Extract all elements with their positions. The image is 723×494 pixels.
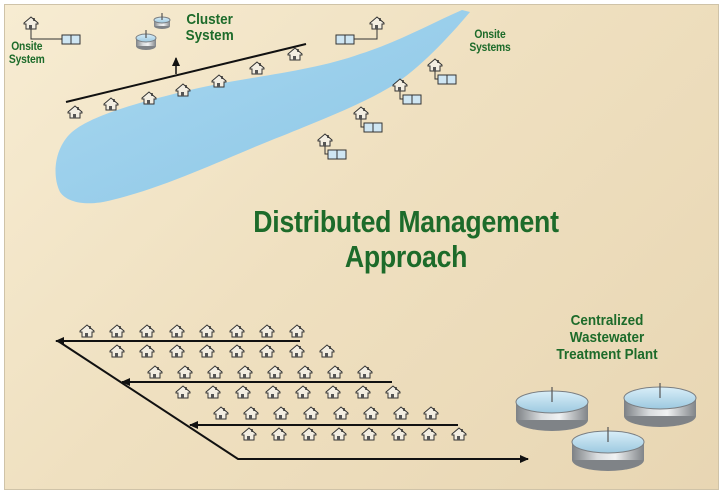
house-icon: [23, 16, 39, 30]
house-icon: [301, 427, 317, 441]
house-icon: [423, 406, 439, 420]
house-icon: [355, 385, 371, 399]
house-icon: [141, 91, 157, 105]
house-icon: [327, 365, 343, 379]
house-icon: [361, 427, 377, 441]
label-treatment-plant: Centralized Wastewater Treatment Plant: [556, 312, 658, 364]
house-icon: [331, 427, 347, 441]
house-icon: [363, 406, 379, 420]
house-icon: [139, 344, 155, 358]
septic-tank-icon: [324, 146, 347, 160]
house-icon: [169, 344, 185, 358]
house-icon: [175, 385, 191, 399]
septic-tank-icon: [30, 29, 81, 45]
house-icon: [207, 365, 223, 379]
house-icon: [229, 324, 245, 338]
house-icon: [353, 106, 369, 120]
house-icon: [319, 344, 335, 358]
house-icon: [109, 344, 125, 358]
septic-tank-icon: [434, 71, 457, 85]
house-icon: [169, 324, 185, 338]
house-icon: [259, 324, 275, 338]
house-icon: [267, 365, 283, 379]
house-icon: [289, 344, 305, 358]
cluster-collection-line: [65, 43, 307, 103]
diagram-title: Distributed Management Approach: [253, 204, 559, 274]
house-icon: [392, 78, 408, 92]
house-icon: [237, 365, 253, 379]
house-icon: [421, 427, 437, 441]
house-icon: [265, 385, 281, 399]
house-icon: [295, 385, 311, 399]
house-icon: [147, 365, 163, 379]
house-icon: [273, 406, 289, 420]
house-icon: [139, 324, 155, 338]
house-icon: [357, 365, 373, 379]
house-icon: [199, 344, 215, 358]
house-icon: [79, 324, 95, 338]
house-icon: [205, 385, 221, 399]
house-icon: [103, 97, 119, 111]
septic-tank-icon: [399, 91, 422, 105]
house-icon: [213, 406, 229, 420]
lake: [55, 10, 471, 204]
house-icon: [175, 83, 191, 97]
label-onsite-systems: Onsite Systems: [469, 27, 511, 54]
house-icon: [325, 385, 341, 399]
house-icon: [211, 74, 227, 88]
house-icon: [303, 406, 319, 420]
house-icon: [427, 58, 443, 72]
house-icon: [235, 385, 251, 399]
house-icon: [391, 427, 407, 441]
sewer-mains: [55, 337, 529, 463]
cluster-tank-icon: [135, 30, 157, 50]
house-icon: [385, 385, 401, 399]
label-onsite-system: Onsite System: [8, 39, 45, 66]
house-icon: [249, 61, 265, 75]
label-cluster-system: Cluster System: [185, 11, 234, 44]
tanks-layer: [135, 13, 697, 471]
house-icon: [229, 344, 245, 358]
house-icon: [317, 133, 333, 147]
cluster-tank-icon: [153, 13, 171, 29]
house-icon: [271, 427, 287, 441]
house-icon: [109, 324, 125, 338]
septic-tank-icon: [335, 29, 378, 45]
septic-tank-icon: [360, 119, 383, 133]
house-icon: [393, 406, 409, 420]
house-icon: [451, 427, 467, 441]
house-icon: [297, 365, 313, 379]
house-icon: [369, 16, 385, 30]
houses-layer: [23, 16, 467, 441]
house-icon: [177, 365, 193, 379]
house-icon: [243, 406, 259, 420]
house-icon: [199, 324, 215, 338]
house-icon: [259, 344, 275, 358]
house-icon: [241, 427, 257, 441]
house-icon: [289, 324, 305, 338]
house-icon: [67, 105, 83, 119]
house-icon: [333, 406, 349, 420]
cluster-tank-icon: [623, 383, 697, 427]
cluster-tank-icon: [515, 387, 589, 431]
house-icon: [287, 47, 303, 61]
cluster-tank-icon: [571, 427, 645, 471]
